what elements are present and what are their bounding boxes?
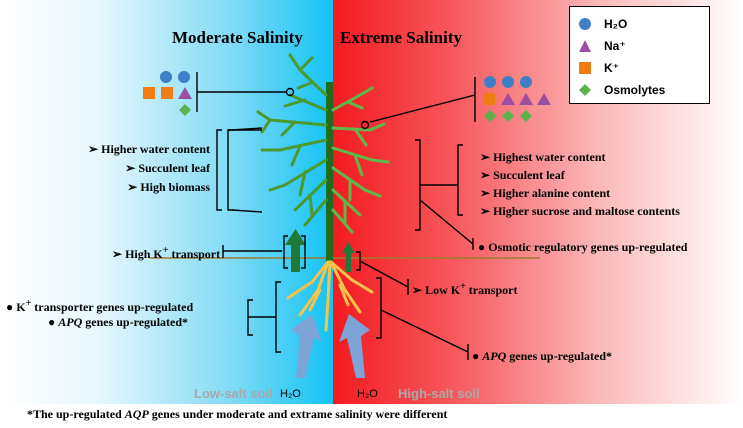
apq-genes-left: ● APQ genes up-regulated* — [48, 315, 189, 329]
genes-prefix: K — [16, 300, 26, 314]
k-transporter-genes: ● K+ transporter genes up-regulated — [6, 298, 194, 314]
triangle-icon — [579, 40, 591, 52]
square-icon — [579, 62, 591, 74]
high-k-transport: ➢ High K+ transport — [112, 245, 221, 261]
legend-item-water: H₂O — [578, 15, 627, 33]
transport-suffix: transport — [168, 247, 221, 261]
apq-gene-name: APQ — [58, 315, 83, 329]
transport-prefix: High K — [125, 247, 163, 261]
genes-suffix: genes up-regulated* — [82, 315, 189, 329]
extreme-salinity-title: Extreme Salinity — [340, 28, 462, 47]
transport-suffix: transport — [465, 283, 518, 297]
water-uptake-arrow-left — [291, 314, 322, 378]
left-trait-2: ➢ Succulent leaf — [125, 161, 210, 175]
apq-gene-name: APQ — [482, 349, 507, 363]
genes-suffix: transporter genes up-regulated — [31, 300, 194, 314]
left-trait-1: ➢ Higher water content — [88, 142, 210, 156]
legend-label: Osmolytes — [604, 83, 666, 97]
transport-sup: + — [460, 281, 466, 292]
connector-lines — [196, 72, 476, 360]
plant-stem — [326, 82, 333, 262]
genes-suffix: genes up-regulated* — [506, 349, 613, 363]
footnote: *The up-regulated AQP genes under modera… — [27, 407, 447, 422]
osmotic-genes: ● Osmotic regulatory genes up-regulated — [478, 240, 688, 254]
osmotic-genes-text: Osmotic regulatory genes up-regulated — [488, 240, 688, 254]
right-trait-text: Higher sucrose and maltose contents — [493, 204, 680, 218]
right-trait-1: ➢ Highest water content — [480, 150, 606, 164]
plant-left-leaves — [256, 53, 328, 227]
apq-genes-right: ● APQ genes up-regulated* — [472, 349, 613, 363]
right-trait-text: Higher alanine content — [493, 186, 611, 200]
legend: H₂O Na⁺ K⁺ Osmolytes — [569, 6, 710, 104]
right-ion-cluster — [483, 76, 551, 122]
left-trait-text: High biomass — [140, 180, 210, 194]
legend-item-potassium: K⁺ — [578, 59, 619, 77]
plant-roots — [286, 260, 374, 332]
right-trait-text: Highest water content — [493, 150, 606, 164]
footnote-suffix: genes under moderate and extrame salinit… — [148, 407, 448, 421]
moderate-salinity-title: Moderate Salinity — [172, 28, 303, 47]
legend-item-osmolytes: Osmolytes — [578, 81, 665, 99]
low-salt-soil-label: Low-salt soil — [194, 386, 273, 401]
water-label-right: H₂O — [357, 388, 378, 400]
transport-sup: + — [162, 245, 169, 256]
legend-label: Na⁺ — [604, 39, 626, 53]
right-trait-text: Succulent leaf — [493, 168, 565, 182]
diamond-icon — [579, 84, 591, 96]
legend-label: H₂O — [604, 17, 628, 31]
water-uptake-arrow-right — [339, 314, 370, 378]
plant-right-leaves — [331, 86, 390, 234]
k-transport-arrow-left — [285, 229, 306, 272]
footnote-gene: AQP — [124, 407, 149, 421]
left-trait-3: ➢ High biomass — [127, 180, 210, 194]
k-transport-arrow-right — [342, 242, 355, 272]
legend-label: K⁺ — [604, 61, 619, 75]
right-trait-3: ➢ Higher alanine content — [480, 186, 611, 200]
footnote-prefix: *The up-regulated — [27, 407, 125, 421]
moderate-salinity-background — [0, 0, 333, 404]
transport-prefix: Low K — [425, 283, 461, 297]
right-trait-2: ➢ Succulent leaf — [480, 168, 565, 182]
genes-sup: + — [25, 298, 32, 309]
low-k-transport: ➢ Low K+ transport — [412, 281, 518, 297]
water-label-left: H₂O — [280, 388, 301, 400]
right-trait-4: ➢ Higher sucrose and maltose contents — [480, 204, 680, 218]
high-salt-soil-label: High-salt soil — [398, 386, 480, 401]
legend-item-sodium: Na⁺ — [578, 37, 626, 55]
left-trait-text: Succulent leaf — [138, 161, 210, 175]
circle-icon — [579, 18, 591, 30]
left-ion-cluster — [143, 71, 192, 116]
left-trait-text: Higher water content — [101, 142, 210, 156]
